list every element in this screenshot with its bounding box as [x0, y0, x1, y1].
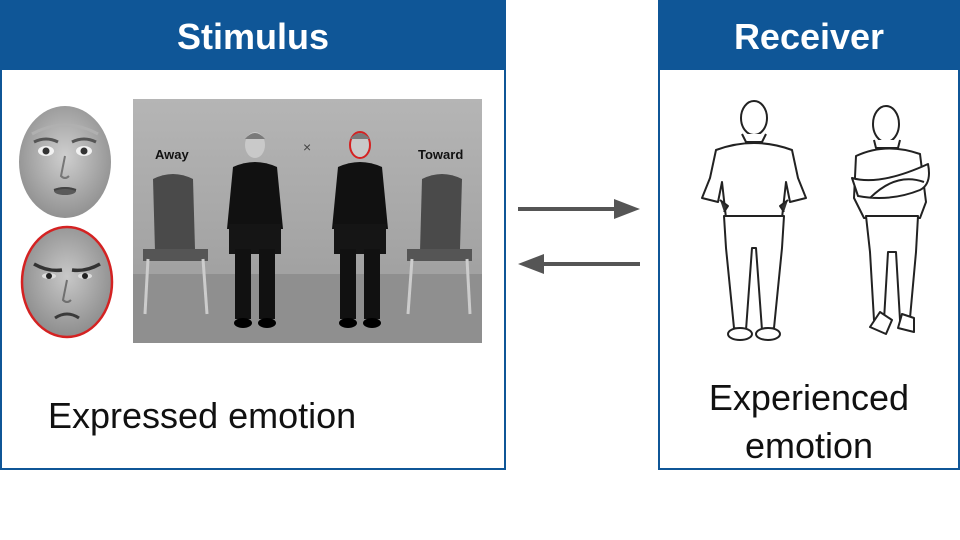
- receiver-panel: Receiver Experienced emotion: [658, 0, 960, 470]
- label-toward: Toward: [418, 147, 464, 162]
- experienced-emotion-caption: Experienced emotion: [660, 374, 958, 470]
- center-mark: ×: [303, 139, 312, 155]
- stimulus-panel: Stimulus: [0, 0, 506, 470]
- angry-face-image: [20, 225, 114, 339]
- hands-on-hips-figure: [701, 100, 807, 341]
- experienced-caption-line2: emotion: [744, 425, 874, 466]
- seated-persons-photo: Away × Toward: [133, 99, 482, 343]
- label-away: Away: [155, 147, 189, 162]
- seated-scene-illustration: [133, 99, 482, 343]
- arrow-right-icon: [518, 199, 640, 219]
- stimulus-title: Stimulus: [2, 2, 504, 70]
- arrow-left-icon: [518, 254, 640, 274]
- fearful-face-image: [19, 106, 111, 218]
- receiver-title: Receiver: [660, 2, 958, 70]
- experienced-caption-line1: Experienced: [708, 377, 910, 418]
- arms-crossed-figure: [851, 105, 930, 335]
- expressed-emotion-caption: Expressed emotion: [48, 395, 357, 436]
